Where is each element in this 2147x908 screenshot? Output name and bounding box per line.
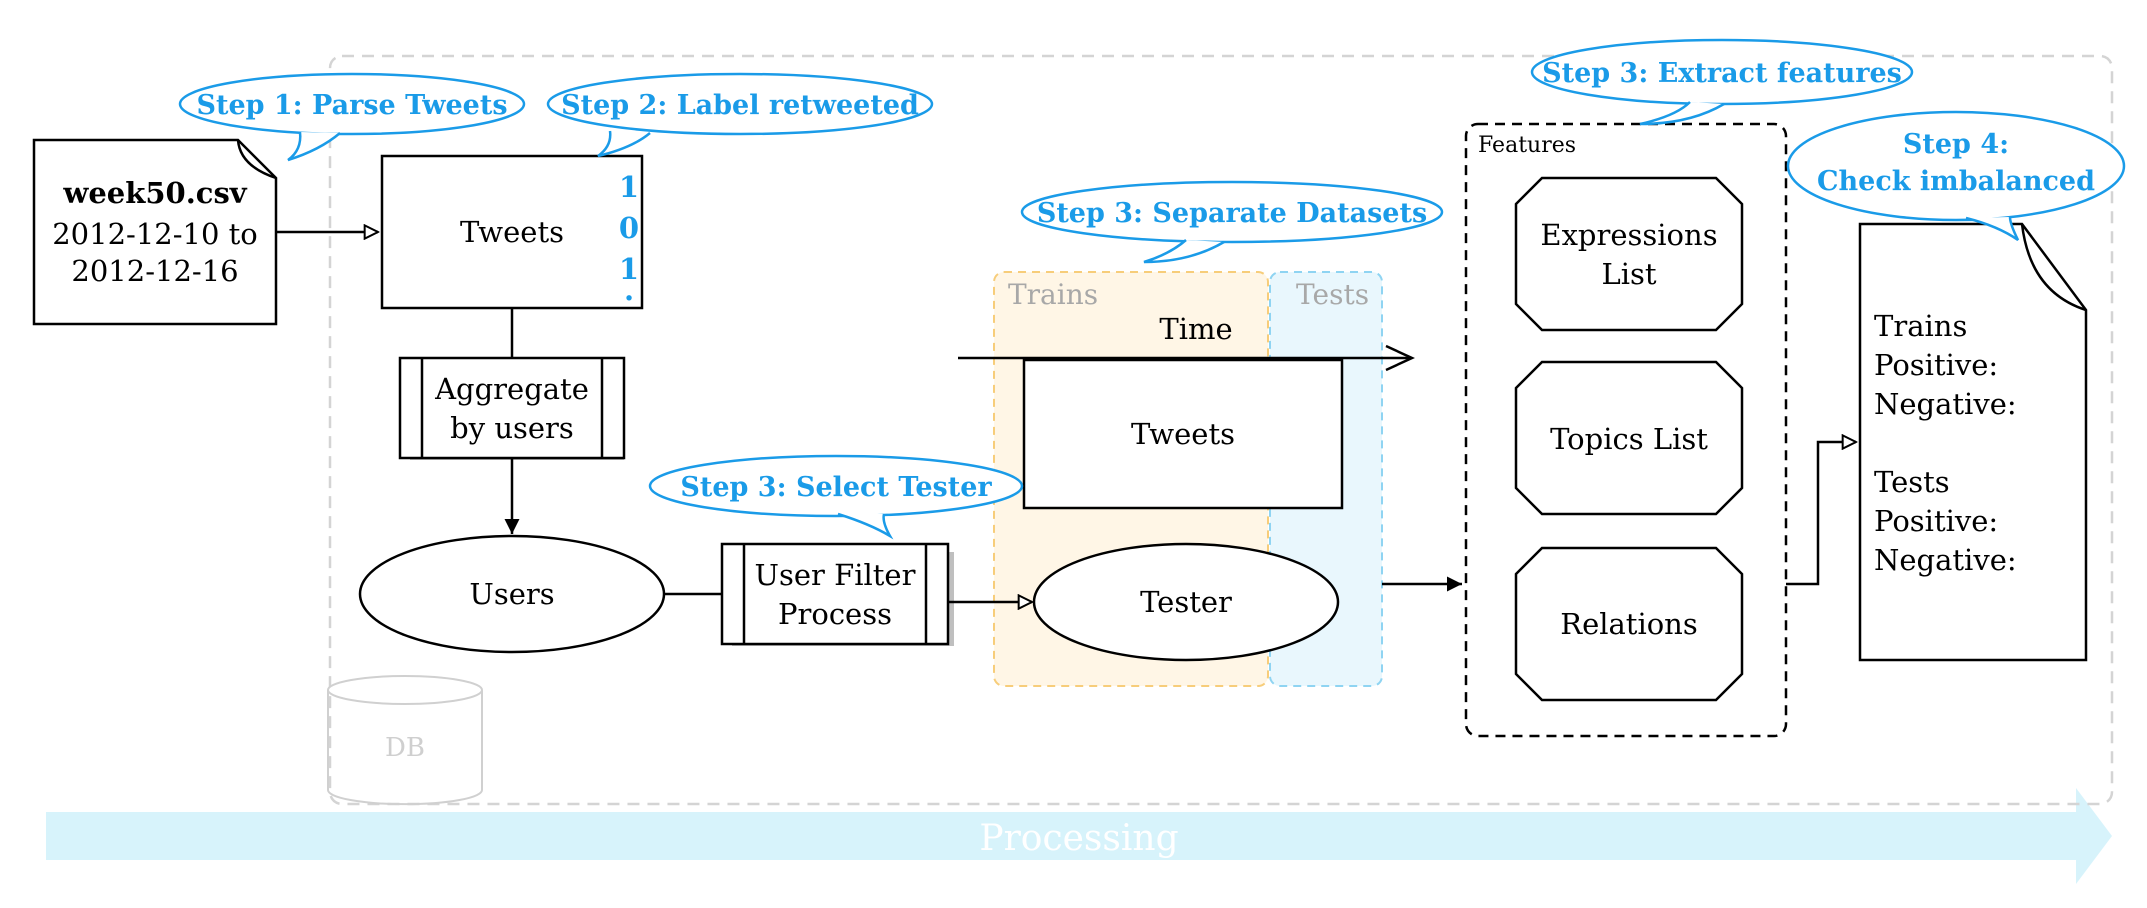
callout-step2: Step 2: Label retweeted — [546, 72, 934, 158]
trains-label: Trains — [1008, 278, 1098, 311]
step3-select-text: Step 3: Select Tester — [680, 472, 992, 503]
users-label: Users — [469, 577, 554, 611]
database-icon: DB — [327, 675, 483, 806]
features-container — [1464, 122, 1788, 738]
callout-step3-separate: Step 3: Separate Datasets — [1020, 180, 1444, 264]
step1-text: Step 1: Parse Tweets — [196, 90, 507, 121]
dataset-tweets-label: Tweets — [1131, 417, 1235, 451]
aggregate-line2: by users — [450, 411, 574, 445]
tweets-label: Tweets — [460, 215, 564, 249]
report-line-trains-positive: Positive: — [1874, 348, 1998, 382]
relations-node: Relations — [1514, 546, 1744, 702]
users-node: Users — [358, 534, 666, 654]
label-bit-2: 0 — [619, 211, 639, 245]
callout-step1: Step 1: Parse Tweets — [178, 72, 526, 162]
callout-step3-extract: Step 3: Extract features — [1530, 38, 1914, 126]
topics-label: Topics List — [1550, 422, 1708, 456]
report-line-trains-negative: Negative: — [1874, 387, 2017, 421]
filter-line1: User Filter — [755, 558, 916, 592]
tester-node: Tester — [1032, 542, 1340, 662]
expressions-line2: List — [1601, 257, 1656, 291]
arrow-features-to-report — [1786, 442, 1856, 586]
source-file: week50.csv 2012-12-10 to 2012-12-16 — [32, 138, 278, 326]
document-icon — [32, 138, 278, 326]
aggregate-process: Aggregate by users — [398, 356, 626, 460]
step4-line1: Step 4: — [1903, 129, 2009, 160]
step3-separate-text: Step 3: Separate Datasets — [1037, 198, 1427, 229]
processing-band: Processing — [46, 788, 2112, 884]
db-label: DB — [385, 733, 425, 763]
report-line-tests-positive: Positive: — [1874, 504, 1998, 538]
expressions-list-node: Expressions List — [1514, 176, 1744, 332]
processing-label: Processing — [979, 818, 1178, 859]
features-label: Features — [1478, 133, 1576, 158]
step2-text: Step 2: Label retweeted — [561, 90, 919, 121]
time-label: Time — [1159, 312, 1232, 346]
callout-step4: Step 4: Check imbalanced — [1786, 110, 2126, 242]
report-document: Trains Positive: Negative: Tests Positiv… — [1858, 222, 2088, 662]
filter-line2: Process — [778, 597, 892, 631]
file-name: week50.csv — [62, 176, 247, 210]
step3-extract-text: Step 3: Extract features — [1542, 58, 1902, 89]
file-date-end: 2012-12-16 — [71, 254, 238, 288]
dataset-tweets-node: Tweets — [1022, 358, 1344, 510]
aggregate-line1: Aggregate — [434, 372, 589, 406]
file-date-start: 2012-12-10 to — [52, 217, 258, 251]
report-line-trains: Trains — [1874, 309, 1967, 343]
report-line-tests-negative: Negative: — [1874, 543, 2017, 577]
time-arrow-head — [1385, 344, 1415, 372]
topics-list-node: Topics List — [1514, 360, 1744, 516]
step4-line2: Check imbalanced — [1817, 166, 2095, 197]
expressions-line1: Expressions — [1540, 218, 1717, 252]
tweets-node: Tweets 1 0 1 . — [380, 154, 644, 310]
label-bit-3: 1 — [619, 252, 639, 286]
report-line-tests: Tests — [1874, 465, 1950, 499]
user-filter-process: User Filter Process — [720, 542, 954, 646]
label-bit-1: 1 — [619, 170, 639, 204]
tests-label: Tests — [1296, 278, 1369, 311]
relations-label: Relations — [1560, 607, 1698, 641]
callout-step3-select: Step 3: Select Tester — [648, 454, 1024, 540]
label-bit-more: . — [624, 273, 634, 307]
processing-arrow — [46, 788, 2112, 884]
tester-label: Tester — [1140, 585, 1232, 619]
